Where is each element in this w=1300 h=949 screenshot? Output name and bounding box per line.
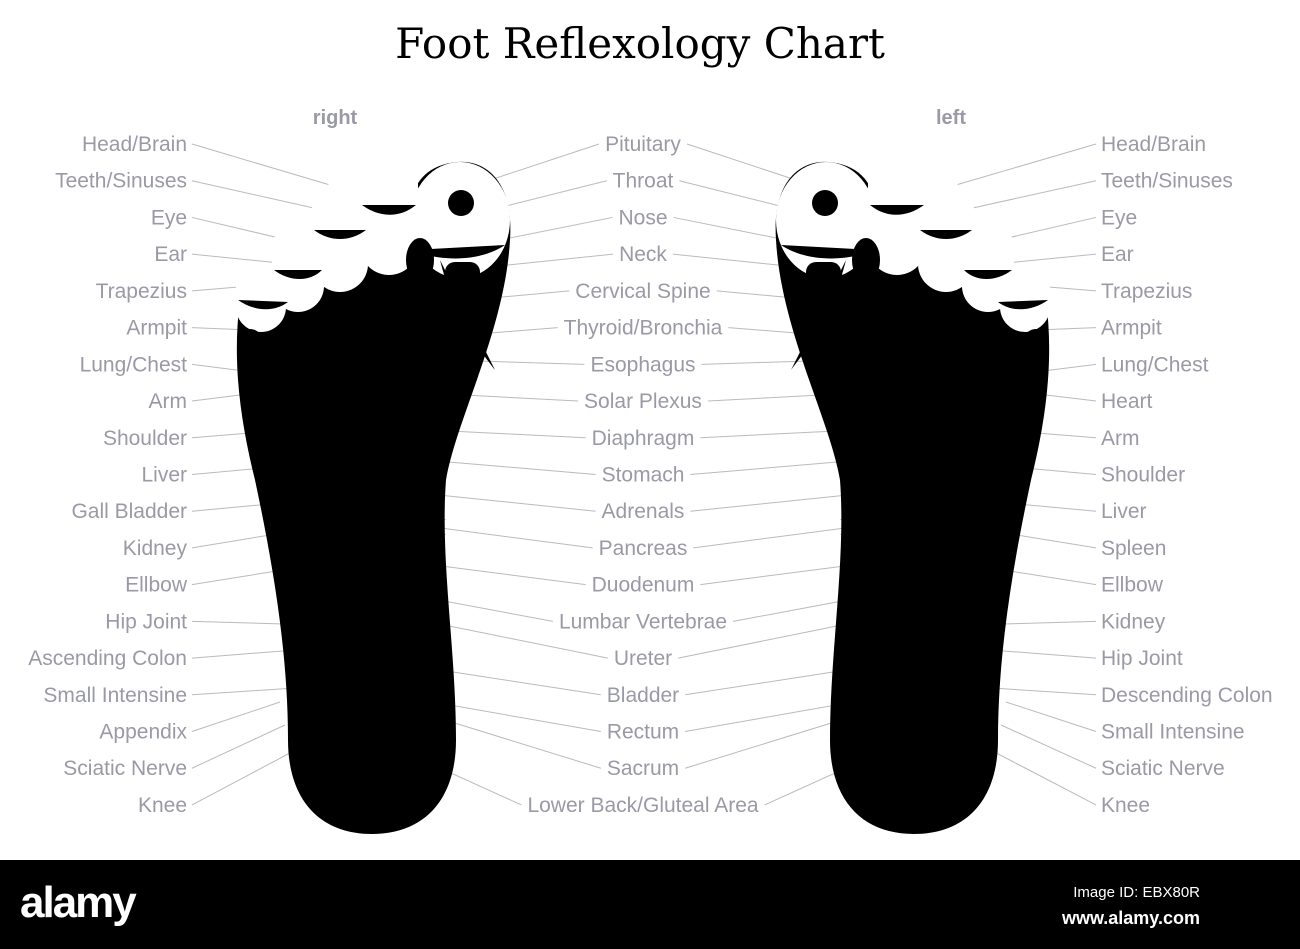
image-id: Image ID: EBX80R [1073, 884, 1200, 901]
leader-line [424, 459, 596, 475]
label-center: Cervical Spine [575, 280, 710, 303]
leader-line [955, 143, 1097, 186]
leader-line [1045, 394, 1097, 402]
label-left-foot: Ear [1101, 243, 1134, 266]
leader-line [191, 701, 281, 732]
right-foot-outline [236, 150, 511, 834]
right-foot-labels: Head/BrainTeeth/SinusesEyeEarTrapeziusAr… [28, 133, 188, 817]
watermark-footer: alamy Image ID: EBX80R www.alamy.com [0, 860, 1300, 949]
label-right-foot: Eye [151, 206, 187, 229]
label-right-foot: Liver [141, 463, 187, 486]
leader-line [444, 719, 601, 769]
label-center: Thyroid/Bronchia [564, 317, 723, 340]
label-left-foot: Descending Colon [1101, 684, 1273, 707]
label-right-foot: Hip Joint [105, 610, 187, 633]
label-center: Nose [618, 206, 667, 229]
label-center: Adrenals [602, 500, 685, 523]
label-right-foot: Knee [138, 794, 187, 817]
site-url: www.alamy.com [1061, 908, 1200, 928]
label-right-foot: Gall Bladder [71, 500, 187, 523]
label-left-foot: Small Intensine [1101, 721, 1245, 744]
chart-title: Foot Reflexology Chart [395, 19, 885, 68]
label-center: Lower Back/Gluteal Area [527, 794, 758, 817]
leader-line [980, 744, 1097, 806]
label-right-foot: Head/Brain [82, 133, 187, 156]
leader-line [191, 394, 241, 402]
label-right-foot: Small Intensine [43, 684, 187, 707]
label-left-foot: Armpit [1101, 317, 1162, 340]
label-right-foot: Arm [149, 390, 188, 413]
label-left-foot: Shoulder [1101, 463, 1185, 486]
label-center: Throat [613, 170, 674, 193]
leader-line [685, 704, 837, 733]
label-left-foot: Teeth/Sinuses [1101, 170, 1233, 193]
label-center: Neck [619, 243, 667, 266]
label-left-foot: Lung/Chest [1101, 353, 1209, 376]
label-center: Rectum [607, 721, 679, 744]
label-right-foot: Sciatic Nerve [63, 757, 187, 780]
label-center: Solar Plexus [584, 390, 702, 413]
label-left-foot: Head/Brain [1101, 133, 1206, 156]
reflexology-diagram: Foot Reflexology Chart right left [28, 19, 1273, 834]
left-foot-labels: Head/BrainTeeth/SinusesEyeEarTrapeziusAr… [1101, 133, 1273, 817]
leader-line [690, 459, 862, 475]
label-center: Bladder [607, 684, 679, 707]
leader-line [191, 724, 286, 769]
label-center: Lumbar Vertebrae [559, 610, 727, 633]
leader-line [449, 704, 601, 733]
left-foot-heading: left [936, 107, 966, 129]
label-center: Esophagus [590, 353, 695, 376]
label-center: Pancreas [599, 537, 688, 560]
label-right-foot: Trapezius [96, 280, 187, 303]
label-left-foot: Sciatic Nerve [1101, 757, 1225, 780]
label-left-foot: Hip Joint [1101, 647, 1183, 670]
label-center: Duodenum [592, 574, 695, 597]
label-right-foot: Lung/Chest [80, 353, 188, 376]
label-center: Pituitary [605, 133, 681, 156]
label-center: Ureter [614, 647, 672, 670]
label-right-foot: Teeth/Sinuses [55, 170, 187, 193]
label-left-foot: Heart [1101, 390, 1153, 413]
label-left-foot: Ellbow [1101, 574, 1164, 597]
label-left-foot: Trapezius [1101, 280, 1192, 303]
label-left-foot: Arm [1101, 427, 1140, 450]
label-right-foot: Ellbow [125, 574, 188, 597]
leader-line [685, 669, 847, 696]
leader-line [191, 143, 331, 186]
label-right-foot: Armpit [126, 317, 187, 340]
right-foot-heading: right [313, 107, 358, 129]
label-right-foot: Ascending Colon [28, 647, 187, 670]
label-left-foot: Liver [1101, 500, 1147, 523]
label-left-foot: Eye [1101, 206, 1137, 229]
label-left-foot: Kidney [1101, 610, 1166, 633]
leader-line [685, 719, 842, 769]
alamy-logo: alamy [20, 878, 137, 927]
leader-line [1000, 724, 1097, 769]
left-foot-outline [775, 150, 1050, 834]
leader-line [191, 744, 306, 806]
label-right-foot: Appendix [99, 721, 187, 744]
label-center: Stomach [602, 463, 685, 486]
label-right-foot: Kidney [123, 537, 188, 560]
label-right-foot: Ear [154, 243, 187, 266]
label-left-foot: Spleen [1101, 537, 1166, 560]
leader-line [439, 669, 601, 696]
label-right-foot: Shoulder [103, 427, 187, 450]
label-center: Sacrum [607, 757, 679, 780]
label-center: Diaphragm [592, 427, 695, 450]
label-left-foot: Knee [1101, 794, 1150, 817]
leader-line [1005, 701, 1097, 732]
